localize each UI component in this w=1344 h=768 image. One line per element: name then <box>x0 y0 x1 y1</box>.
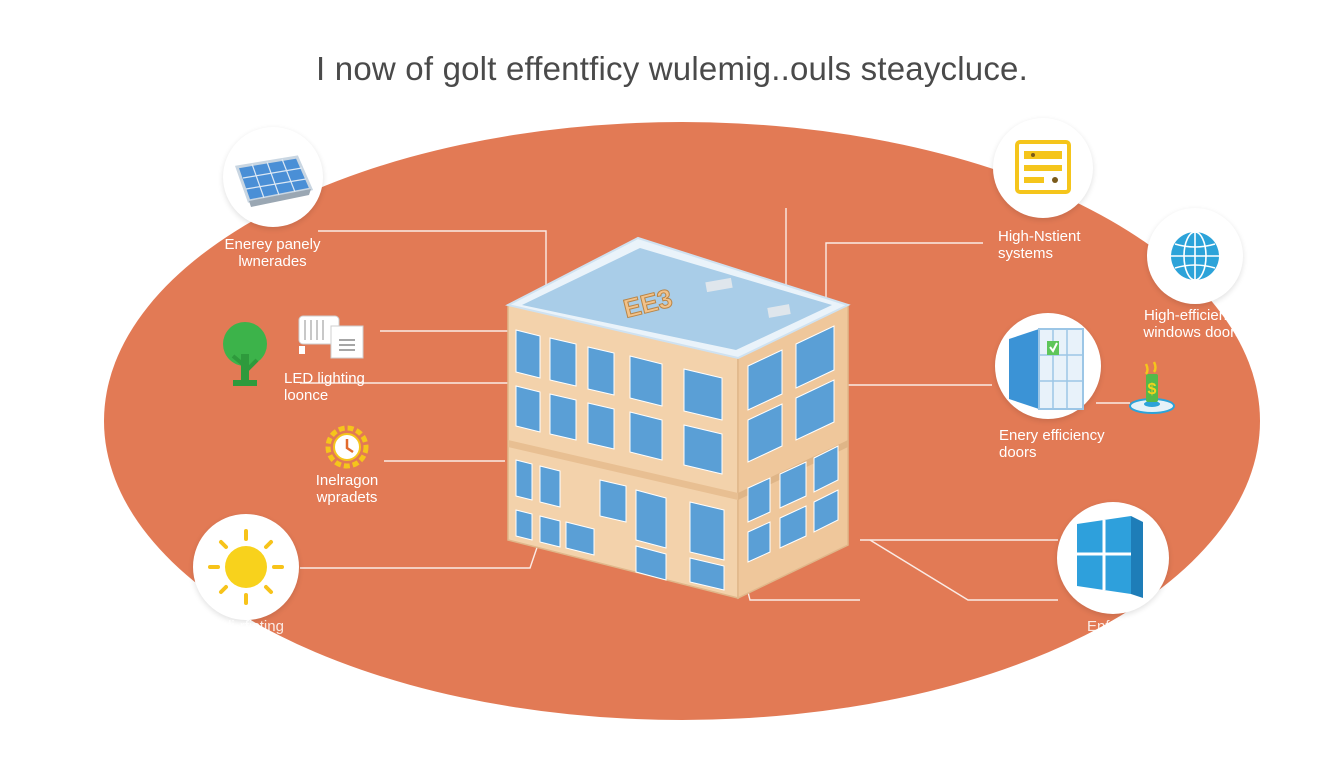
thermostat-gear-icon <box>325 425 369 469</box>
solar-panel-icon <box>234 155 314 207</box>
money-wrap: $ <box>1124 360 1180 418</box>
window-badge <box>1057 502 1169 614</box>
control-panel-badge <box>993 118 1093 218</box>
globe-badge <box>1147 208 1243 304</box>
tree-icon-wrap <box>215 318 275 390</box>
connector-energy-panels <box>318 230 547 292</box>
window-icon <box>1077 516 1143 598</box>
tree-icon <box>223 322 267 386</box>
connector-hvac-right <box>825 242 983 300</box>
thermostat-wrap <box>324 424 370 470</box>
svg-text:$: $ <box>1148 381 1157 398</box>
sun-icon <box>208 529 284 605</box>
control-panel-icon <box>1015 140 1071 194</box>
page-title: I now of golt effentficy wulemig..ouls s… <box>316 50 1028 87</box>
money-plant-icon: $ <box>1129 361 1175 414</box>
hvac-unit-icon <box>298 315 364 359</box>
globe-icon <box>1171 231 1219 281</box>
solar-panel-badge <box>223 127 323 227</box>
hvac-unit-wrap <box>295 312 367 362</box>
door-badge <box>995 313 1101 419</box>
connector-window-lower <box>869 539 1058 601</box>
sun-badge <box>193 514 299 620</box>
door-icon <box>1009 328 1084 410</box>
